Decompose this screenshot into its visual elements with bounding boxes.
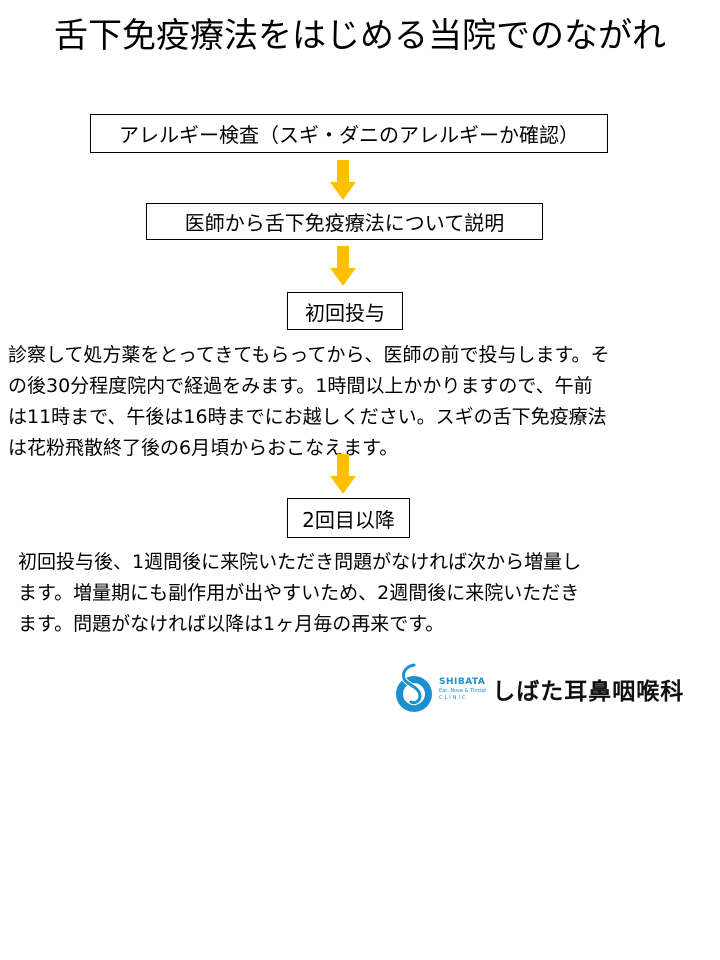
- text-line: 診察して処方薬をとってきてもらってから、医師の前で投与します。そ: [8, 344, 610, 366]
- page-title: 舌下免疫療法をはじめる当院でのながれ: [54, 16, 666, 56]
- text-line: ます。問題がなければ以降は1ヶ月毎の再来です。: [18, 613, 445, 635]
- logo-tagline-clinic: CLINIC: [439, 694, 468, 701]
- clinic-logo-icon: [396, 663, 432, 712]
- second-dose-description: 初回投与後、1週間後に来院いただき問題がなければ次から増量し ます。増量期にも副…: [18, 547, 581, 640]
- clinic-logo: SHIBATA Ear, Nose & Throat CLINIC しばた耳鼻咽…: [394, 661, 694, 717]
- first-dose-description: 診察して処方薬をとってきてもらってから、医師の前で投与します。そ の後30分程度…: [8, 340, 610, 464]
- logo-tagline: Ear, Nose & Throat: [439, 687, 487, 694]
- step-second-dose: 2回目以降: [287, 498, 410, 538]
- down-arrow-icon: [330, 454, 356, 494]
- step-first-dose: 初回投与: [287, 292, 403, 330]
- text-line: ます。増量期にも副作用が出やすいため、2週間後に来院いただき: [18, 582, 580, 604]
- step-explanation: 医師から舌下免疫療法について説明: [146, 203, 543, 240]
- text-line: の後30分程度院内で経過をみます。1時間以上かかりますので、午前: [8, 375, 593, 397]
- logo-name-en: SHIBATA: [439, 676, 486, 687]
- step-allergy-test: アレルギー検査（スギ・ダニのアレルギーか確認）: [90, 114, 608, 153]
- logo-name-jp: しばた耳鼻咽喉科: [492, 679, 685, 705]
- down-arrow-icon: [330, 160, 356, 200]
- down-arrow-icon: [330, 246, 356, 286]
- text-line: 初回投与後、1週間後に来院いただき問題がなければ次から増量し: [18, 551, 582, 573]
- text-line: は花粉飛散終了後の6月頃からおこなえます。: [8, 437, 399, 459]
- text-line: は11時まで、午後は16時までにお越しください。スギの舌下免疫療法: [8, 406, 607, 428]
